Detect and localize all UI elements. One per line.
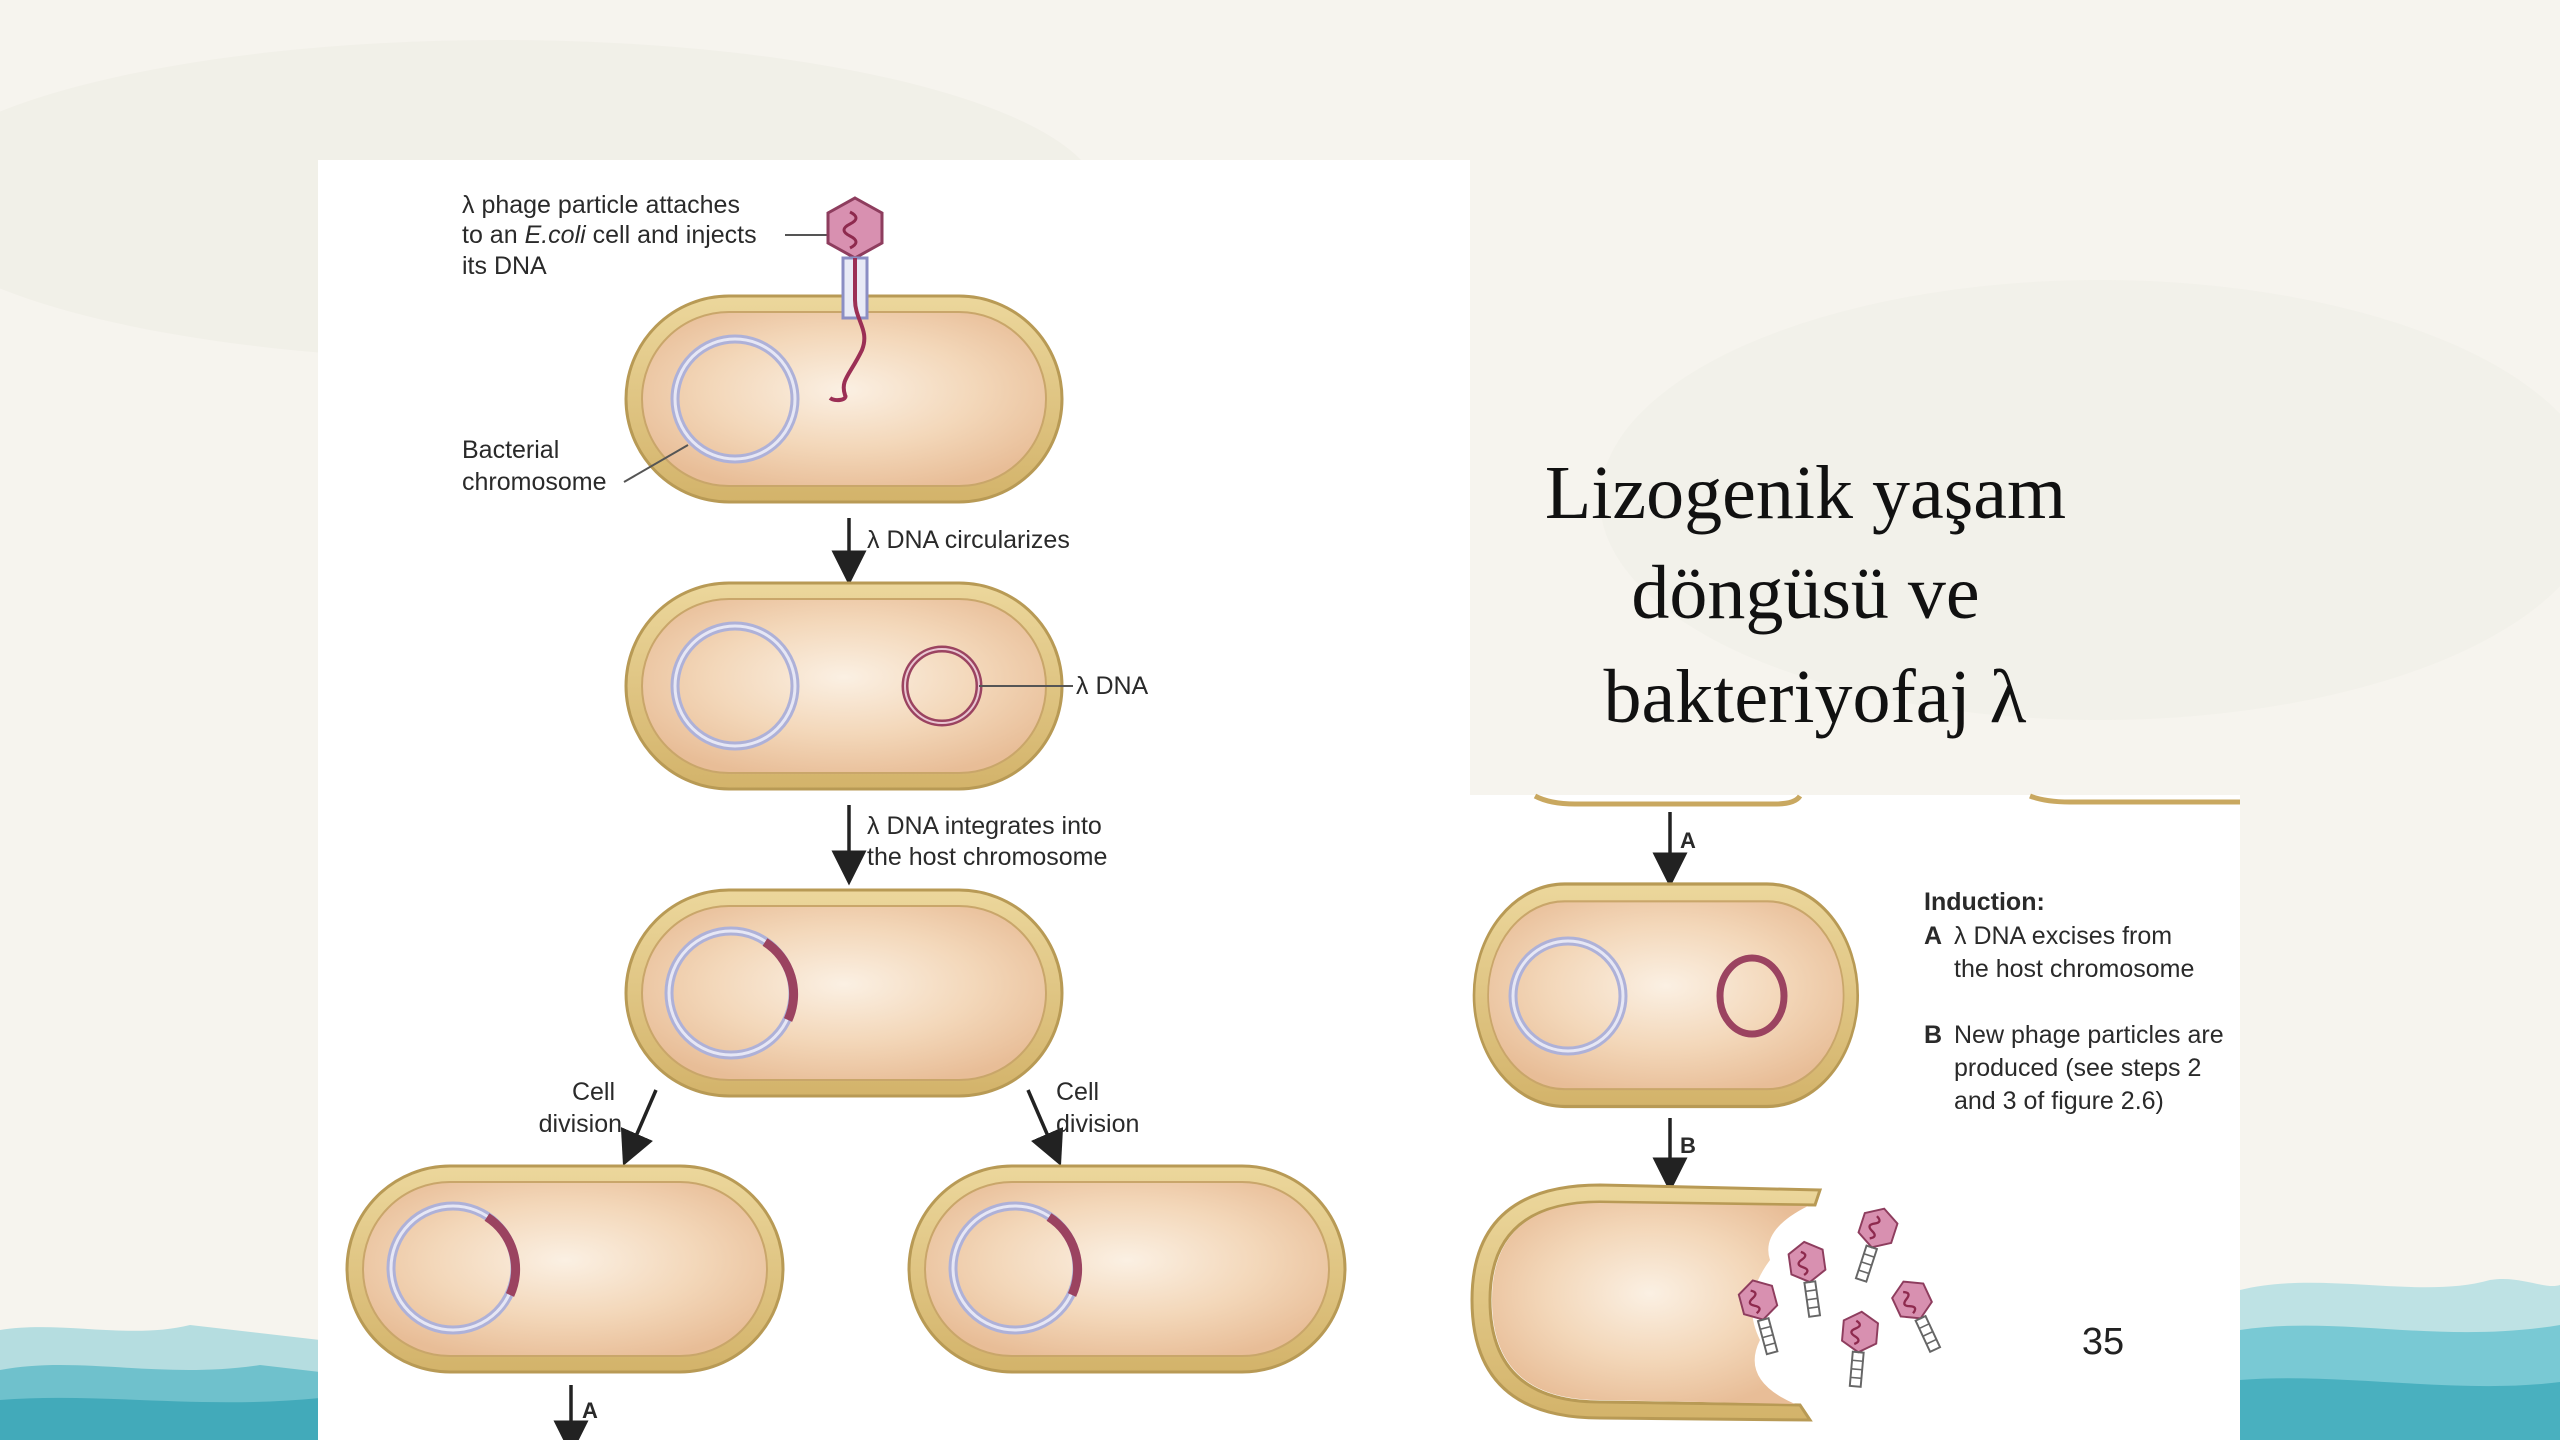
svg-text:New phage particles are pr: New phage particles are produced (see st…: [1954, 1021, 2231, 1115]
lysing-cell: [1470, 1183, 1823, 1422]
attach-label-ecoli: E.coli: [525, 221, 588, 249]
step-integrates-line2: the host chromosome: [867, 843, 1107, 871]
cell-division-left-line2: division: [539, 1110, 622, 1138]
chromosome-label-line2: chromosome: [462, 468, 607, 496]
svg-text:Cell division: Cell division: [539, 1078, 622, 1138]
cell-division-left-line1: Cell: [572, 1078, 615, 1106]
induction-a-line2: the host chromosome: [1954, 955, 2194, 983]
induction-b-line1: New phage particles are: [1954, 1021, 2224, 1049]
induction-heading: Induction:: [1924, 888, 2045, 916]
svg-text:λ DNA integrates into the: λ DNA integrates into the host chromosom…: [867, 812, 1109, 871]
watercolor-right: [2240, 1278, 2560, 1440]
induction-a-letter: A: [1924, 922, 1942, 950]
arrow-division-right: [1026, 1089, 1064, 1167]
partial-cell-top-right: [2029, 793, 2240, 805]
svg-text:Cell division: Cell division: [1056, 1078, 1139, 1138]
induction-b-line2: produced (see steps 2: [1954, 1054, 2201, 1082]
lambda-dna-label: λ DNA: [1076, 672, 1149, 700]
chromosome-leader-line: [623, 444, 689, 483]
cell-division-right-line1: Cell: [1056, 1078, 1099, 1106]
induction-a-line1: λ DNA excises from: [1954, 922, 2172, 950]
title-line1: Lizogenik yaşam: [1545, 451, 2066, 535]
daughter-cell-left: [345, 1164, 785, 1374]
attach-label-line1: λ phage particle attaches: [462, 191, 740, 219]
watercolor-left: [0, 1325, 320, 1440]
title-line2: döngüsü ve: [1631, 551, 1979, 635]
induction-b-letter: B: [1924, 1021, 1942, 1049]
svg-text:λ phage particle attaches: λ phage particle attaches to an E.coli c…: [462, 191, 764, 280]
arrow-division-left: [620, 1089, 658, 1167]
arrow-a-bottom-label: A: [582, 1398, 598, 1423]
daughter-cell-right: [907, 1164, 1347, 1374]
svg-text:λ DNA excises from the hos: λ DNA excises from the host chromosome: [1954, 922, 2194, 983]
cell-division-right-line2: division: [1056, 1110, 1139, 1138]
svg-text:Lizogenik yaşam döngüsü v: Lizogenik yaşam döngüsü ve bakteriyofaj …: [1545, 451, 2085, 739]
attach-label-line2b: cell and injects: [586, 221, 757, 249]
arrow-b-right-label: B: [1680, 1133, 1696, 1158]
arrow-a-right-label: A: [1680, 828, 1696, 853]
attach-label-line2a: to an: [462, 221, 525, 249]
partial-cell-top-left: [1533, 793, 1803, 807]
step-integrates-line1: λ DNA integrates into: [867, 812, 1102, 840]
integrated-prophage: [762, 938, 799, 1022]
page-number: 35: [2082, 1321, 2124, 1363]
cell-excised: [1472, 882, 1860, 1109]
cell-integrated: [624, 888, 1064, 1098]
attach-label-line3: its DNA: [462, 252, 547, 280]
induction-b-line3: and 3 of figure 2.6): [1954, 1087, 2164, 1115]
excised-lambda-circle: [1716, 954, 1788, 1038]
chromosome-label-line1: Bacterial: [462, 436, 559, 464]
title-line3: bakteriyofaj λ: [1603, 655, 2026, 739]
svg-text:Bacterial chromosome: Bacterial chromosome: [462, 436, 607, 496]
step-circularizes: λ DNA circularizes: [867, 526, 1070, 554]
phage-attached-icon: [826, 196, 884, 403]
